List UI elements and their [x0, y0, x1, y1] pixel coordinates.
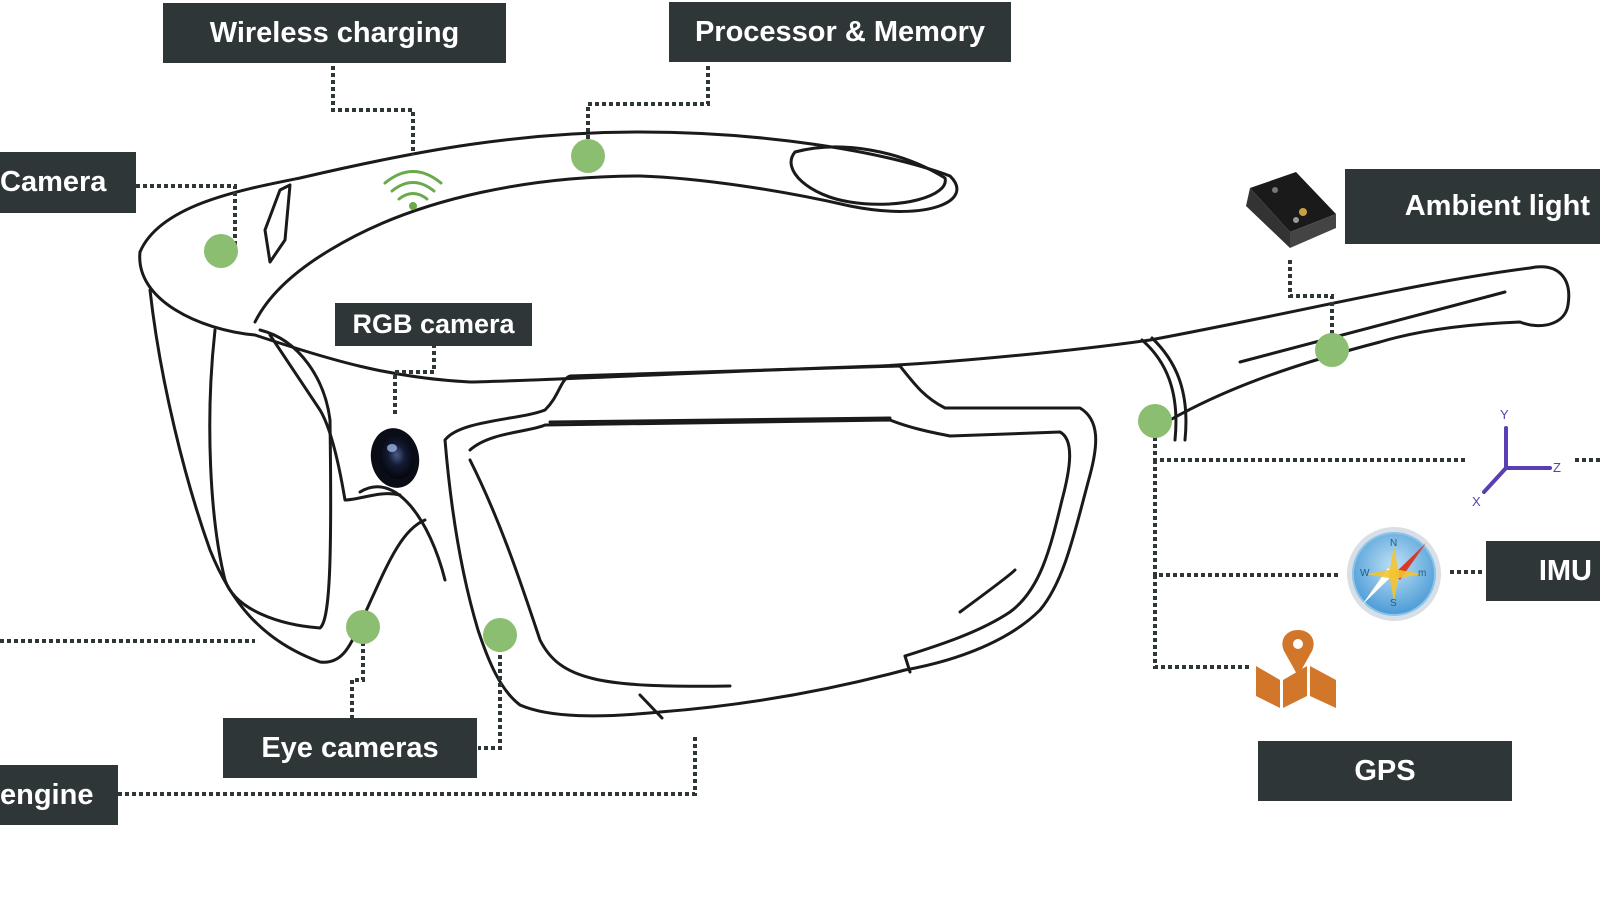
sensor-dots [204, 139, 1349, 652]
label-rgb-camera-text: RGB camera [352, 309, 515, 339]
label-engine-text: engine [0, 778, 94, 811]
label-camera-text: Camera [0, 166, 107, 198]
label-engine: engine [0, 765, 118, 825]
light-sensor-icon [1246, 172, 1336, 248]
sensor-dot-camera [204, 234, 238, 268]
label-rgb-camera: RGB camera [335, 303, 532, 346]
sensor-dot-eye-left [346, 610, 380, 644]
label-imu-text: IMU [1538, 554, 1592, 587]
compass-n-label: N [1390, 538, 1398, 549]
axis-z-label: Z [1553, 460, 1561, 475]
label-eye-cameras: Eye cameras [223, 718, 477, 778]
label-gps: GPS [1258, 741, 1512, 801]
compass-w-label: W [1360, 568, 1370, 579]
compass-icon [1347, 527, 1441, 621]
axis-y-label: Y [1500, 407, 1509, 422]
label-eye-cameras-text: Eye cameras [261, 731, 439, 764]
camera-lens-icon [370, 428, 420, 488]
label-camera: Camera [0, 152, 136, 213]
glasses-frame [138, 130, 1571, 720]
label-ambient-light-text: Ambient light [1404, 190, 1590, 222]
map-pin-icon [1256, 630, 1336, 708]
compass-s-label: S [1390, 598, 1397, 609]
compass-e-label: m [1418, 568, 1427, 579]
label-wireless-charging-text: Wireless charging [209, 16, 460, 49]
axis-x-label: X [1472, 494, 1481, 509]
sensor-dot-processor [571, 139, 605, 173]
label-ambient-light: Ambient light [1345, 169, 1600, 244]
wifi-icon [383, 170, 443, 210]
axes-icon [1482, 426, 1552, 494]
label-imu: IMU [1486, 541, 1600, 601]
leader-lines [0, 66, 1600, 796]
sensor-dot-ambient [1315, 333, 1349, 367]
sensor-dot-imu [1138, 404, 1172, 438]
label-processor-memory: Processor & Memory [669, 2, 1011, 62]
label-processor-memory-text: Processor & Memory [694, 15, 986, 48]
label-wireless-charging: Wireless charging [163, 3, 506, 63]
label-gps-text: GPS [1354, 754, 1416, 787]
sensor-dot-eye-right [483, 618, 517, 652]
